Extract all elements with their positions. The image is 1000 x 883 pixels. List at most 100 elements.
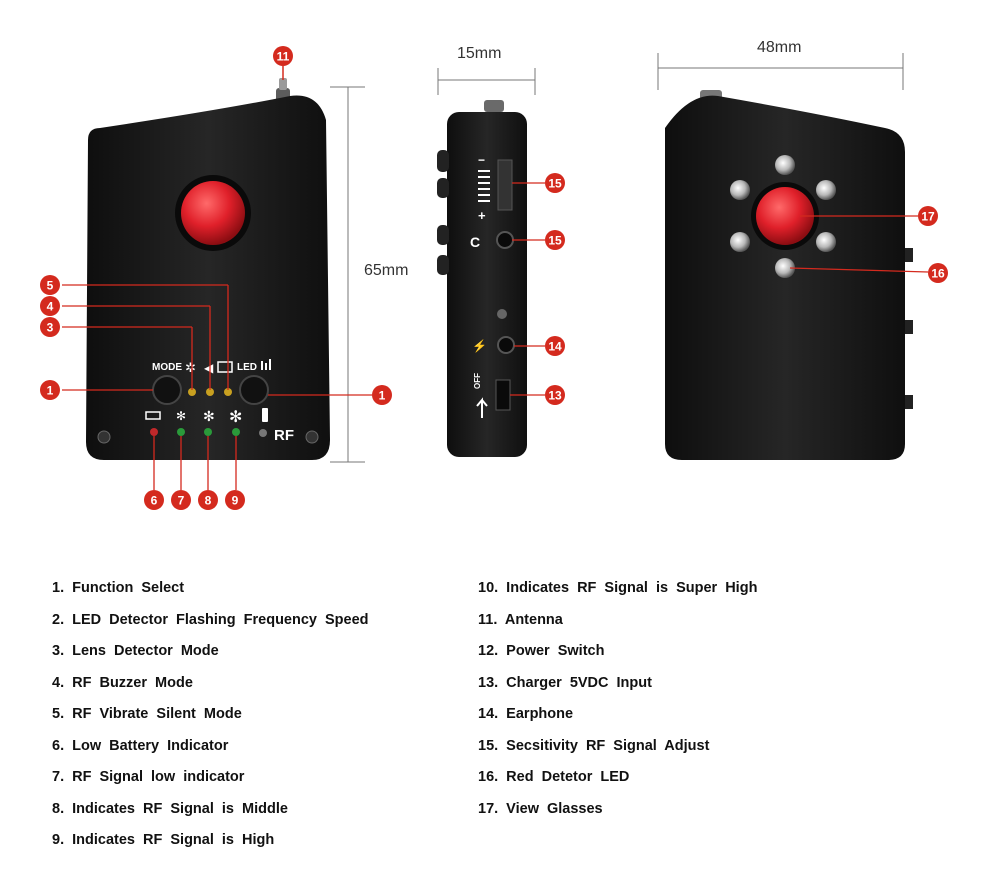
legend-item: 14. Earphone (478, 706, 574, 722)
svg-text:14: 14 (548, 340, 562, 354)
front-callouts (62, 284, 372, 490)
mode-led-buzzer (206, 388, 214, 396)
legend-item: 1. Function Select (52, 580, 185, 596)
mode-led-lens (188, 388, 196, 396)
svg-text:11: 11 (277, 50, 290, 64)
side-view: 15mm − + C ⚡ OFF (437, 45, 536, 457)
vibrate-icon (217, 361, 233, 373)
led-signal-mid (204, 428, 212, 436)
legend-item: 10. Indicates RF Signal is Super High (478, 580, 758, 596)
led-button[interactable] (239, 375, 269, 405)
power-switch[interactable] (495, 379, 511, 411)
svg-text:5: 5 (47, 279, 54, 293)
front-view: MODE LED ✲ ◀ ✻ ✻ ✻ RF 65mm (86, 66, 408, 463)
callout-1-right: 1 (372, 385, 392, 405)
legend-item: 2. LED Detector Flashing Frequency Speed (52, 611, 369, 628)
callout-7: 7 (171, 490, 191, 510)
back-callouts (789, 215, 929, 273)
mode-led-vibrate (224, 388, 232, 396)
led-label: LED (237, 362, 257, 373)
svg-text:8: 8 (205, 494, 212, 508)
earphone-jack[interactable] (496, 231, 514, 249)
callout-14: 15 (545, 230, 565, 250)
detector-led (730, 180, 750, 200)
callout-6: 6 (144, 490, 164, 510)
svg-text:−: − (478, 153, 485, 167)
detector-led (775, 155, 795, 175)
callout-16: 16 (928, 263, 948, 283)
detector-led (816, 232, 836, 252)
callout-8: 8 (198, 490, 218, 510)
rf-label: RF (274, 427, 294, 444)
svg-text:3: 3 (47, 321, 54, 335)
detector-led (775, 258, 795, 278)
svg-text:1: 1 (47, 384, 54, 398)
callout-4: 4 (40, 296, 60, 316)
signal-low-icon: ✻ (176, 409, 186, 423)
charger-port[interactable] (497, 336, 515, 354)
front-body (86, 95, 330, 460)
svg-text:15: 15 (548, 234, 562, 248)
lens-mode-icon: ✲ (185, 360, 196, 375)
svg-text:6: 6 (151, 494, 158, 508)
signal-high-icon: ✻ (229, 409, 242, 426)
callout-3: 3 (40, 317, 60, 337)
legend-item: 12. Power Switch (478, 643, 605, 659)
led-signal-super (259, 429, 267, 437)
svg-text:17: 17 (921, 210, 935, 224)
signal-super-icon (262, 408, 268, 422)
legend-item: 7. RF Signal low indicator (52, 769, 245, 785)
charger-icon: ⚡ (472, 339, 487, 353)
legend-item: 8. Indicates RF Signal is Middle (52, 800, 288, 817)
legend-item: 4. RF Buzzer Mode (52, 674, 193, 691)
svg-text:9: 9 (232, 494, 239, 508)
svg-text:15: 15 (548, 177, 562, 191)
callout-15: 15 (545, 173, 565, 193)
detector-led (730, 232, 750, 252)
legend-item: 11. Antenna (478, 611, 563, 628)
svg-text:4: 4 (47, 300, 54, 314)
led-signal-low (177, 428, 185, 436)
legend-item: 9. Indicates RF Signal is High (52, 832, 275, 848)
callout-11: 11 (273, 46, 293, 66)
svg-text:16: 16 (931, 267, 945, 281)
dimension-length: 65mm (364, 262, 408, 279)
legend-item: 6. Low Battery Indicator (52, 737, 229, 754)
svg-text:1: 1 (379, 389, 386, 403)
detector-led (816, 180, 836, 200)
svg-text:+: + (478, 208, 486, 223)
dimension-thickness: 15mm (457, 45, 501, 62)
legend-right: 10. Indicates RF Signal is Super High 11… (478, 578, 757, 830)
side-callouts (510, 182, 545, 396)
callout-13: 14 (545, 336, 565, 356)
legend-left: 1. Function Select 2. LED Detector Flash… (52, 578, 369, 862)
battery-icon (145, 411, 161, 420)
legend-item: 15. Secsitivity RF Signal Adjust (478, 737, 710, 754)
side-antenna (484, 100, 504, 112)
view-lens (181, 181, 245, 245)
signal-mid-icon: ✻ (203, 408, 215, 424)
sensitivity-dial[interactable] (497, 159, 513, 211)
screw (97, 430, 111, 444)
mode-label: MODE (152, 362, 182, 373)
legend-item: 17. View Glasses (478, 800, 603, 817)
headphone-icon: C (470, 234, 480, 250)
callout-12: 13 (545, 385, 565, 405)
callout-1-left: 1 (40, 380, 60, 400)
led-signal-high (232, 428, 240, 436)
screw (305, 430, 319, 444)
legend-item: 16. Red Detetor LED (478, 769, 630, 785)
off-label: OFF (473, 373, 482, 389)
legend-item: 3. Lens Detector Mode (52, 643, 219, 659)
led-battery (150, 428, 158, 436)
callout-17: 17 (918, 206, 938, 226)
svg-text:7: 7 (178, 494, 185, 508)
svg-text:13: 13 (548, 389, 562, 403)
callout-9: 9 (225, 490, 245, 510)
mode-button[interactable] (152, 375, 182, 405)
back-view: 48mm (657, 39, 913, 460)
callout-5: 5 (40, 275, 60, 295)
legend-item: 5. RF Vibrate Silent Mode (52, 706, 242, 722)
legend-item: 13. Charger 5VDC Input (478, 674, 652, 691)
